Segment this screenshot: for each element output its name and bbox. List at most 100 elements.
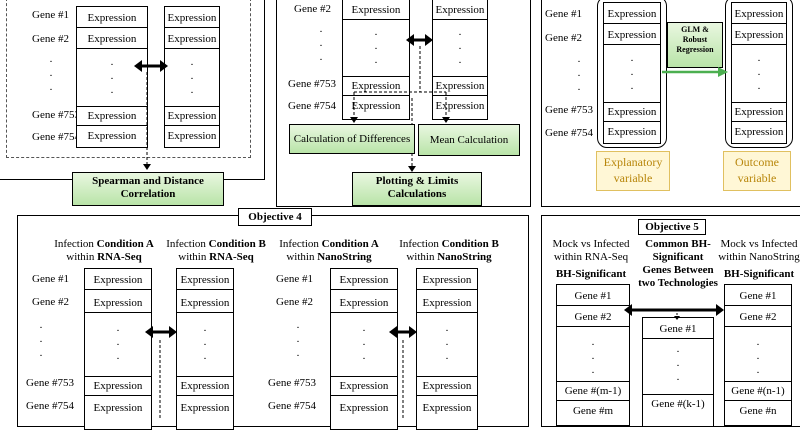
objective-3-panel [541, 0, 800, 207]
expression-cell: Expression [732, 5, 786, 24]
expression-column: Expression Expression ... Expression Exp… [416, 268, 478, 430]
expression-column: Expression Expression ... Expression Exp… [731, 2, 787, 144]
expression-column: Expression ... Expression Expression [342, 0, 410, 120]
expression-cell: Expression [351, 100, 401, 112]
plotting-limits-box: Plotting & Limits Calculations [352, 172, 482, 206]
gene-cell: Gene #n [739, 405, 777, 417]
gene-cell: Gene #1 [643, 320, 713, 339]
expression-cell: Expression [77, 9, 147, 28]
expression-cell: Expression [417, 271, 477, 290]
expression-cell: Expression [343, 76, 409, 96]
gene-cell: Gene #2 [557, 308, 629, 327]
expression-cell: Expression [435, 100, 485, 112]
outcome-rounded-frame [725, 0, 793, 148]
expression-cell: Expression [604, 26, 660, 45]
ellipsis-dots: ... [296, 319, 300, 359]
ellipsis-dots: ... [630, 52, 634, 92]
explanatory-rounded-frame [597, 0, 667, 148]
expression-column: Expression ... Expression Expression [432, 0, 488, 120]
expression-cell: Expression [180, 402, 230, 414]
expression-cell: Expression [422, 402, 472, 414]
expression-cell: Expression [607, 126, 657, 138]
expression-cell: Expression [85, 376, 151, 396]
expression-column: Expression Expression ... Expression Exp… [76, 6, 148, 148]
spearman-correlation-box: Spearman and Distance Correlation [72, 172, 224, 206]
expression-cell: Expression [177, 271, 233, 290]
rnaseq-significant-genes-column: Gene #1 Gene #2 ... Gene #(m-1) Gene #m [556, 284, 630, 426]
ellipsis-dots: ... [116, 322, 120, 362]
gene-label: Gene #753 [26, 377, 74, 389]
ellipsis-dots: ... [676, 343, 680, 383]
ellipsis-dots: ... [39, 319, 43, 359]
gene-cell: Gene #(n-1) [725, 381, 791, 401]
gene-label: Gene #753 [268, 377, 316, 389]
gene-cell: Gene #m [572, 405, 613, 417]
expression-cell: Expression [417, 376, 477, 396]
objective-1-dashed-frame [6, 0, 251, 158]
gene-label: Gene #753 [32, 109, 80, 121]
gene-cell: Gene #1 [557, 287, 629, 306]
expression-cell: Expression [331, 294, 397, 313]
gene-label: Gene #754 [26, 400, 74, 412]
expression-cell: Expression [177, 376, 233, 396]
glm-robust-regression-box: GLM & Robust Regression [667, 22, 723, 68]
glm-arrow [662, 67, 728, 77]
ellipsis-dots: ... [203, 322, 207, 362]
expression-cell: Expression [734, 126, 784, 138]
ellipsis-dots: ... [319, 23, 323, 63]
expression-column: Expression Expression ... Expression Exp… [176, 268, 234, 430]
common-genes-column: Gene #1 ... Gene #(k-1) [642, 317, 714, 427]
gene-label: Gene #754 [32, 131, 80, 143]
expression-cell: Expression [732, 26, 786, 45]
gene-label: Gene #2 [32, 296, 69, 308]
objective-5-title: Objective 5 [638, 219, 706, 235]
ellipsis-dots: ... [49, 53, 53, 93]
expression-cell: Expression [604, 5, 660, 24]
gene-label: Gene #753 [545, 104, 593, 116]
panel-2-arrows [350, 34, 450, 172]
expression-cell: Expression [339, 402, 389, 414]
gene-label: Gene #754 [288, 100, 336, 112]
expression-cell: Expression [77, 106, 147, 126]
expression-cell: Expression [165, 106, 219, 126]
expression-cell: Expression [87, 130, 137, 142]
expression-cell: Expression [177, 294, 233, 313]
expression-cell: Expression [85, 271, 151, 290]
gene-cell: Gene #(m-1) [557, 381, 629, 401]
expression-cell: Expression [165, 30, 219, 49]
gene-label: Gene #1 [32, 9, 69, 21]
gene-cell: Gene #(k-1) [643, 394, 713, 413]
ellipsis-dots: ... [362, 322, 366, 362]
expression-column: Expression Expression ... Expression Exp… [84, 268, 152, 430]
expression-cell: Expression [165, 9, 219, 28]
expression-column: Expression Expression ... Expression Exp… [603, 2, 661, 144]
expression-cell: Expression [331, 271, 397, 290]
expression-cell: Expression [604, 102, 660, 122]
ellipsis-dots: ... [577, 53, 581, 93]
ellipsis-dots: ... [458, 26, 462, 66]
ellipsis-dots: ... [110, 56, 114, 96]
ellipsis-dots: ... [445, 322, 449, 362]
ellipsis-dots: ... [190, 56, 194, 96]
gene-label: Gene #2 [32, 33, 69, 45]
panel-5-arrows [624, 304, 724, 320]
gene-cell: Gene #1 [725, 287, 791, 306]
ellipsis-dots: ... [374, 26, 378, 66]
expression-cell: Expression [77, 30, 147, 49]
expression-cell: Expression [417, 294, 477, 313]
ellipsis-dots: ... [756, 336, 760, 376]
objective-4-title: Objective 4 [238, 208, 312, 226]
expression-cell: Expression [331, 376, 397, 396]
expression-cell: Expression [167, 130, 217, 142]
common-genes-header: Common BH-Significant Genes Between two … [638, 238, 718, 289]
panel-4-arrows [145, 326, 417, 419]
calculation-of-differences-box: Calculation of Differences [289, 124, 415, 154]
explanatory-variable-box: Explanatory variable [596, 151, 670, 191]
gene-label: Gene #754 [268, 400, 316, 412]
